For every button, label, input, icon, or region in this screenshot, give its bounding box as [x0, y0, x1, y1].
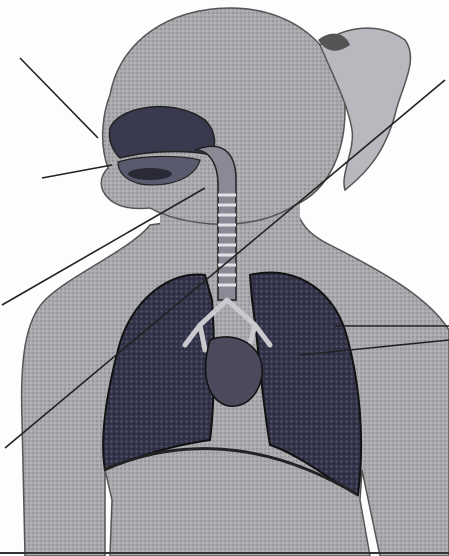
- leader-line-mouth: [42, 165, 112, 178]
- leader-line-nasal: [20, 58, 98, 138]
- tongue: [128, 168, 172, 180]
- heart: [206, 337, 263, 406]
